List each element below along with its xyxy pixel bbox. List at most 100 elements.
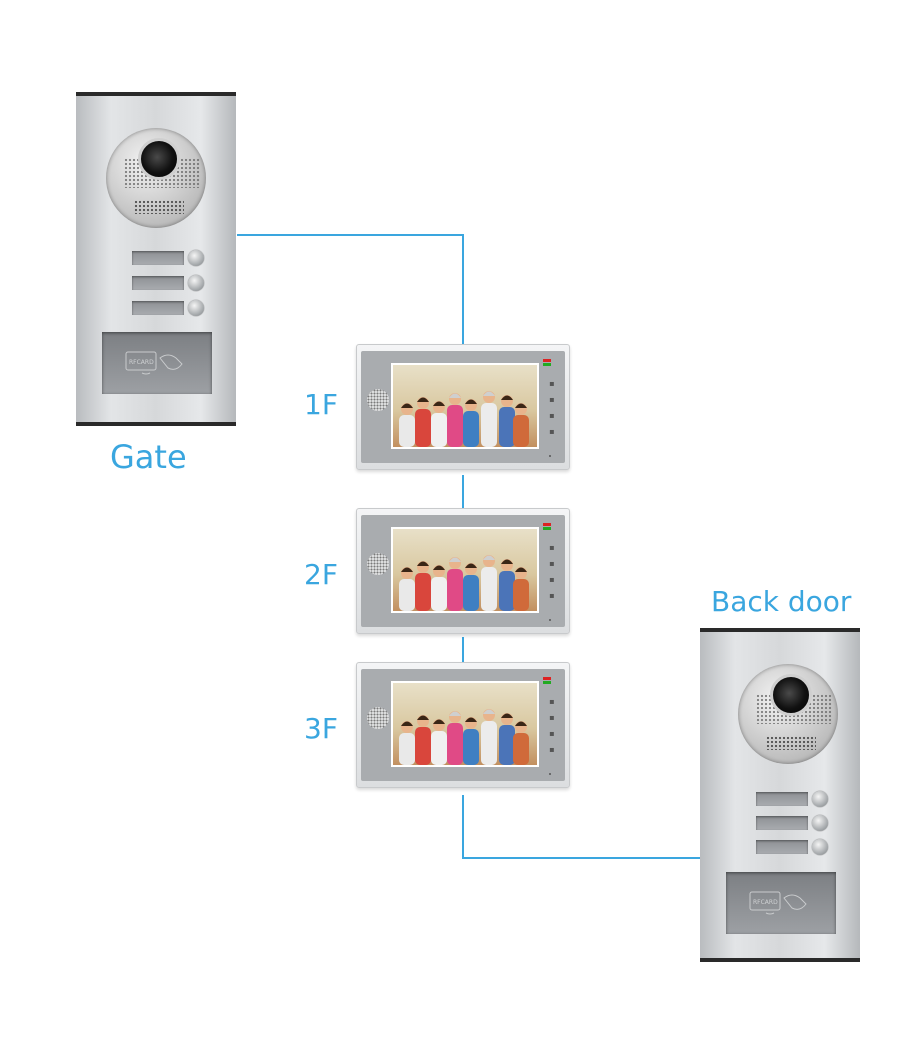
name-plate bbox=[756, 840, 808, 854]
person-figure bbox=[499, 571, 515, 611]
floor-label-3f: 3F bbox=[304, 712, 338, 745]
call-button-icon[interactable] bbox=[188, 250, 204, 266]
name-plate bbox=[756, 816, 808, 830]
person-figure bbox=[463, 411, 479, 447]
person-figure bbox=[513, 579, 529, 611]
person-figure bbox=[399, 733, 415, 765]
status-led bbox=[543, 677, 551, 680]
family-photo bbox=[399, 555, 529, 611]
wire-gate-to-1f bbox=[237, 234, 464, 345]
rfid-card-icon: RFCARD bbox=[749, 891, 807, 915]
person-hair bbox=[465, 399, 477, 404]
person-hair bbox=[417, 715, 429, 720]
person-hair bbox=[483, 709, 495, 714]
person-figure bbox=[481, 403, 497, 447]
mic-dot bbox=[549, 619, 551, 621]
person-figure bbox=[399, 415, 415, 447]
gate-label: Gate bbox=[110, 438, 187, 476]
person-figure bbox=[463, 729, 479, 765]
lock-key-icon[interactable]: ▪ bbox=[549, 575, 555, 584]
rfid-reader[interactable]: RFCARD bbox=[726, 872, 836, 934]
person-figure bbox=[463, 575, 479, 611]
person-figure bbox=[481, 567, 497, 611]
person-figure bbox=[431, 413, 447, 447]
monitor-keys: ▪ ▪ ▪ ▪ bbox=[543, 685, 561, 759]
person-figure bbox=[513, 733, 529, 765]
mic-grille bbox=[134, 200, 184, 214]
status-led bbox=[543, 523, 551, 526]
wire-3f-to-back-door bbox=[462, 795, 700, 859]
person-hair bbox=[401, 403, 413, 408]
person-figure bbox=[499, 725, 515, 765]
call-button-icon[interactable] bbox=[188, 300, 204, 316]
mic-dot bbox=[549, 455, 551, 457]
unlock-key-icon[interactable]: ▪ bbox=[549, 379, 555, 388]
monitor-keys: ▪ ▪ ▪ ▪ bbox=[543, 367, 561, 441]
family-photo bbox=[399, 709, 529, 765]
person-hair bbox=[515, 403, 527, 408]
monitor-screen bbox=[391, 527, 539, 613]
person-hair bbox=[433, 565, 445, 570]
person-hair bbox=[515, 567, 527, 572]
family-photo bbox=[399, 391, 529, 447]
monitor-key-icon[interactable]: ▪ bbox=[549, 559, 555, 568]
person-figure bbox=[481, 721, 497, 765]
monitor-screen bbox=[391, 363, 539, 449]
monitor-key-icon[interactable]: ▪ bbox=[549, 713, 555, 722]
lock-key-icon[interactable]: ▪ bbox=[549, 411, 555, 420]
camera-icon bbox=[738, 664, 838, 764]
person-figure bbox=[415, 727, 431, 765]
camera-lens bbox=[138, 138, 180, 180]
person-figure bbox=[447, 723, 463, 765]
speaker-icon bbox=[367, 707, 389, 729]
unlock-key-icon[interactable]: ▪ bbox=[549, 543, 555, 552]
name-plate bbox=[756, 792, 808, 806]
person-figure bbox=[513, 415, 529, 447]
person-hair bbox=[433, 401, 445, 406]
speaker-icon bbox=[367, 389, 389, 411]
name-plate bbox=[132, 276, 184, 290]
talk-key-icon[interactable]: ▪ bbox=[549, 427, 555, 436]
person-figure bbox=[415, 573, 431, 611]
status-led bbox=[543, 681, 551, 684]
rfid-reader[interactable]: RFCARD bbox=[102, 332, 212, 394]
back-door-label: Back door bbox=[711, 585, 852, 618]
name-plate bbox=[132, 301, 184, 315]
person-figure bbox=[447, 405, 463, 447]
person-figure bbox=[399, 579, 415, 611]
monitor-keys: ▪ ▪ ▪ ▪ bbox=[543, 531, 561, 605]
call-button-icon[interactable] bbox=[812, 791, 828, 807]
call-button-icon[interactable] bbox=[812, 839, 828, 855]
person-hair bbox=[449, 557, 461, 562]
talk-key-icon[interactable]: ▪ bbox=[549, 591, 555, 600]
person-hair bbox=[417, 561, 429, 566]
screen-photo-icon bbox=[393, 683, 537, 765]
monitor-key-icon[interactable]: ▪ bbox=[549, 395, 555, 404]
person-hair bbox=[501, 395, 513, 400]
lock-key-icon[interactable]: ▪ bbox=[549, 729, 555, 738]
person-hair bbox=[401, 567, 413, 572]
screen-photo-icon bbox=[393, 529, 537, 611]
person-figure bbox=[499, 407, 515, 447]
unlock-key-icon[interactable]: ▪ bbox=[549, 697, 555, 706]
name-plate bbox=[132, 251, 184, 265]
call-button-icon[interactable] bbox=[188, 275, 204, 291]
person-figure bbox=[415, 409, 431, 447]
status-led bbox=[543, 527, 551, 530]
monitor-screen bbox=[391, 681, 539, 767]
camera-icon bbox=[106, 128, 206, 228]
speaker-icon bbox=[367, 553, 389, 575]
person-hair bbox=[401, 721, 413, 726]
status-led bbox=[543, 363, 551, 366]
person-figure bbox=[431, 577, 447, 611]
talk-key-icon[interactable]: ▪ bbox=[549, 745, 555, 754]
floor-label-1f: 1F bbox=[304, 388, 338, 421]
person-figure bbox=[431, 731, 447, 765]
person-hair bbox=[417, 397, 429, 402]
mic-dot bbox=[549, 773, 551, 775]
screen-photo-icon bbox=[393, 365, 537, 447]
person-hair bbox=[501, 713, 513, 718]
call-button-icon[interactable] bbox=[812, 815, 828, 831]
floor-label-2f: 2F bbox=[304, 558, 338, 591]
